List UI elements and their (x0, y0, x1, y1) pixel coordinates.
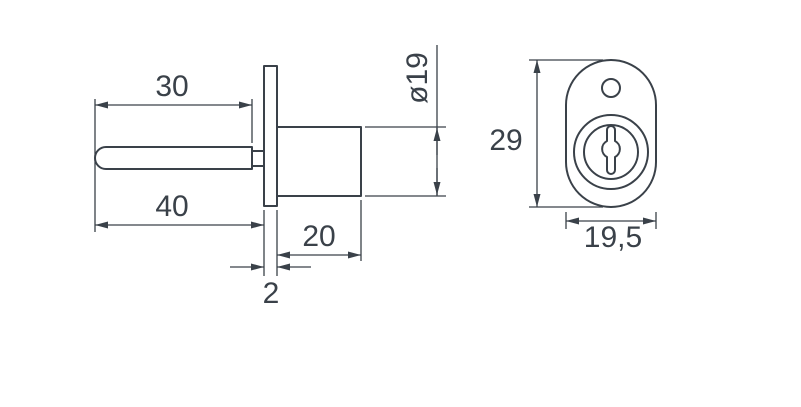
dim-label-diameter: ø19 (401, 52, 434, 104)
face-plate-outline (565, 59, 657, 208)
mounting-hole (601, 78, 621, 98)
flange-outline (263, 65, 278, 207)
dim-label-plate-width: 19,5 (584, 221, 642, 254)
dim-label-flange-thickness: 2 (263, 277, 280, 310)
keyhole (601, 125, 621, 175)
dim-label-overall-length: 40 (155, 190, 188, 223)
dim-label-shaft-length: 30 (155, 70, 188, 103)
side-view (94, 65, 362, 207)
cylinder-body-outline (276, 126, 362, 197)
side-view-dimensions: 30 40 20 2 ø19 (94, 45, 446, 310)
cylinder-face-inner (583, 124, 639, 180)
cylinder-face-outer (573, 114, 649, 190)
front-view (565, 59, 657, 208)
front-view-dimensions: 29 19,5 (489, 59, 657, 254)
dim-label-body-length: 20 (302, 220, 335, 253)
shaft-outline (94, 146, 253, 170)
dim-label-plate-height: 29 (489, 124, 522, 157)
neck-outline (251, 150, 265, 167)
